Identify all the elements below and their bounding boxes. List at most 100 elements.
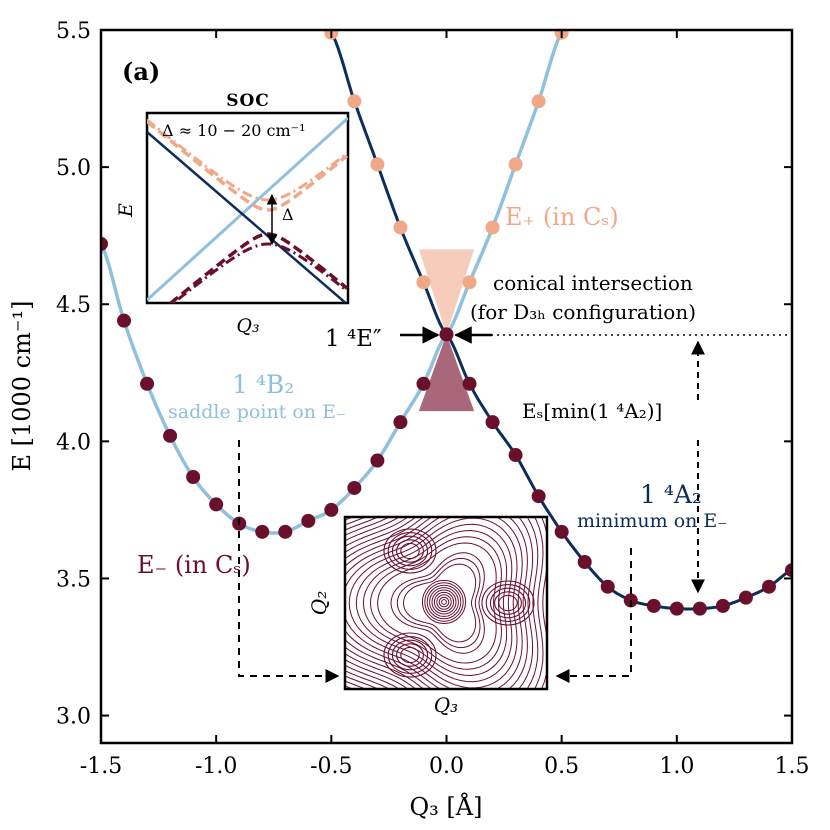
lower-data-point — [600, 579, 615, 594]
contour-well — [494, 591, 522, 615]
lower-data-point — [646, 598, 661, 613]
lower-data-point — [140, 376, 155, 391]
contour-well — [383, 528, 437, 574]
contour-well — [396, 643, 424, 667]
contour-well — [391, 535, 429, 567]
upper-data-point — [370, 157, 385, 172]
contour-inset: Q₂ Q₃ — [307, 515, 549, 717]
contour-center — [441, 599, 447, 605]
contour-center — [426, 584, 462, 620]
contour-outer — [369, 536, 502, 670]
soc-inset-xlabel: Q₃ — [236, 315, 259, 337]
contour-center — [431, 589, 457, 615]
y-tick-label: 5.5 — [56, 19, 91, 44]
lower-data-point — [278, 524, 293, 539]
soc-upper-dashed — [147, 120, 348, 212]
contour-center — [438, 596, 450, 608]
contour-ring — [390, 552, 485, 654]
contour-ring — [396, 557, 481, 649]
lower-data-point — [393, 415, 408, 430]
shade-upper-cone — [418, 249, 475, 335]
lower-data-point — [692, 601, 707, 616]
contour-outer — [377, 542, 497, 664]
contour-inset-ylabel: Q₂ — [307, 591, 331, 615]
contour-center — [436, 594, 452, 610]
contour-well — [489, 587, 527, 619]
lower-data-point — [761, 579, 776, 594]
contour-center — [421, 579, 467, 625]
soc-delta-range: Δ ≈ 10 − 20 cm⁻¹ — [162, 121, 306, 140]
y-tick-label: 4.5 — [56, 293, 91, 318]
contour-well — [400, 542, 420, 560]
lower-data-point — [370, 453, 385, 468]
y-axis-label: E [1000 cm⁻¹] — [8, 300, 36, 471]
x-tick-label: 1.5 — [775, 754, 810, 779]
x-tick-label: -0.5 — [310, 754, 352, 779]
upper-data-point — [531, 94, 546, 109]
soc-lower-dashdot — [171, 242, 348, 303]
soc-inset-curves — [147, 116, 348, 303]
soc-delta-label: Δ — [282, 205, 294, 224]
x-tick-label: 0.0 — [429, 754, 464, 779]
x-tick-label: -1.5 — [80, 754, 122, 779]
lower-data-point — [416, 376, 431, 391]
contour-inset-frame — [343, 515, 549, 691]
lower-data-point — [117, 313, 132, 328]
lower-data-point — [439, 327, 454, 342]
state-b2-label: 1 ⁴B₂ — [232, 370, 294, 399]
y-tick-label: 4.0 — [56, 430, 91, 455]
x-tick-label: 0.5 — [544, 754, 579, 779]
lower-data-point — [101, 236, 108, 251]
soc-line-light — [147, 116, 348, 302]
shaded-region-group — [418, 249, 475, 412]
contour-well — [485, 584, 531, 622]
conical-label-line2: (for D₃ₕ configuration) — [470, 300, 696, 324]
contour-outer — [348, 517, 518, 689]
conical-label-line1: conical intersection — [493, 271, 693, 295]
contour-center — [433, 591, 455, 613]
lower-data-point — [163, 428, 178, 443]
lower-data-point — [347, 480, 362, 495]
e-plus-label: E₊ (in Cₛ) — [505, 203, 619, 231]
x-axis-label: Q₃ [Å] — [410, 792, 483, 821]
soc-upper-dashdot — [147, 118, 348, 202]
panel-label: (a) — [122, 57, 160, 86]
lower-data-point — [462, 376, 477, 391]
x-tick-label: 1.0 — [659, 754, 694, 779]
state-a2-label: 1 ⁴A₂ — [640, 480, 702, 509]
saddle-label: saddle point on E₋ — [168, 401, 346, 423]
lower-data-point — [301, 513, 316, 528]
lower-data-point — [324, 502, 339, 517]
e-minus-label: E₋ (in Cₛ) — [137, 551, 251, 579]
minimum-label: minimum on E₋ — [577, 510, 727, 532]
state-e-label: 1 ⁴E″ — [325, 326, 382, 352]
upper-data-point — [485, 220, 500, 235]
contour-well — [383, 632, 437, 678]
contour-well — [400, 646, 420, 664]
soc-line-dark — [147, 131, 348, 303]
lower-data-point — [531, 489, 546, 504]
shade-lower-cone — [418, 334, 475, 412]
contour-well — [387, 532, 433, 570]
es-label: Eₛ[min(1 ⁴A₂)] — [522, 399, 662, 423]
contour-well — [498, 594, 518, 612]
lower-data-point — [508, 448, 523, 463]
lower-data-point — [715, 598, 730, 613]
soc-inset-title: SOC — [226, 91, 270, 111]
lower-data-point — [738, 590, 753, 605]
upper-data-point — [462, 275, 477, 290]
contour-well — [387, 636, 433, 674]
contour-outer — [355, 523, 513, 683]
contour-inset-xlabel: Q₃ — [434, 693, 458, 717]
y-tick-label: 3.5 — [56, 567, 91, 592]
upper-data-point — [508, 157, 523, 172]
soc-inset: SOC Δ ≈ 10 − 20 cm⁻¹ Δ E Q₃ — [115, 91, 350, 337]
lower-data-point — [209, 497, 224, 512]
lower-data-point — [554, 524, 569, 539]
lower-data-point — [577, 555, 592, 570]
y-tick-label: 3.0 — [56, 705, 91, 730]
upper-data-point — [347, 94, 362, 109]
lower-data-point — [785, 563, 792, 578]
